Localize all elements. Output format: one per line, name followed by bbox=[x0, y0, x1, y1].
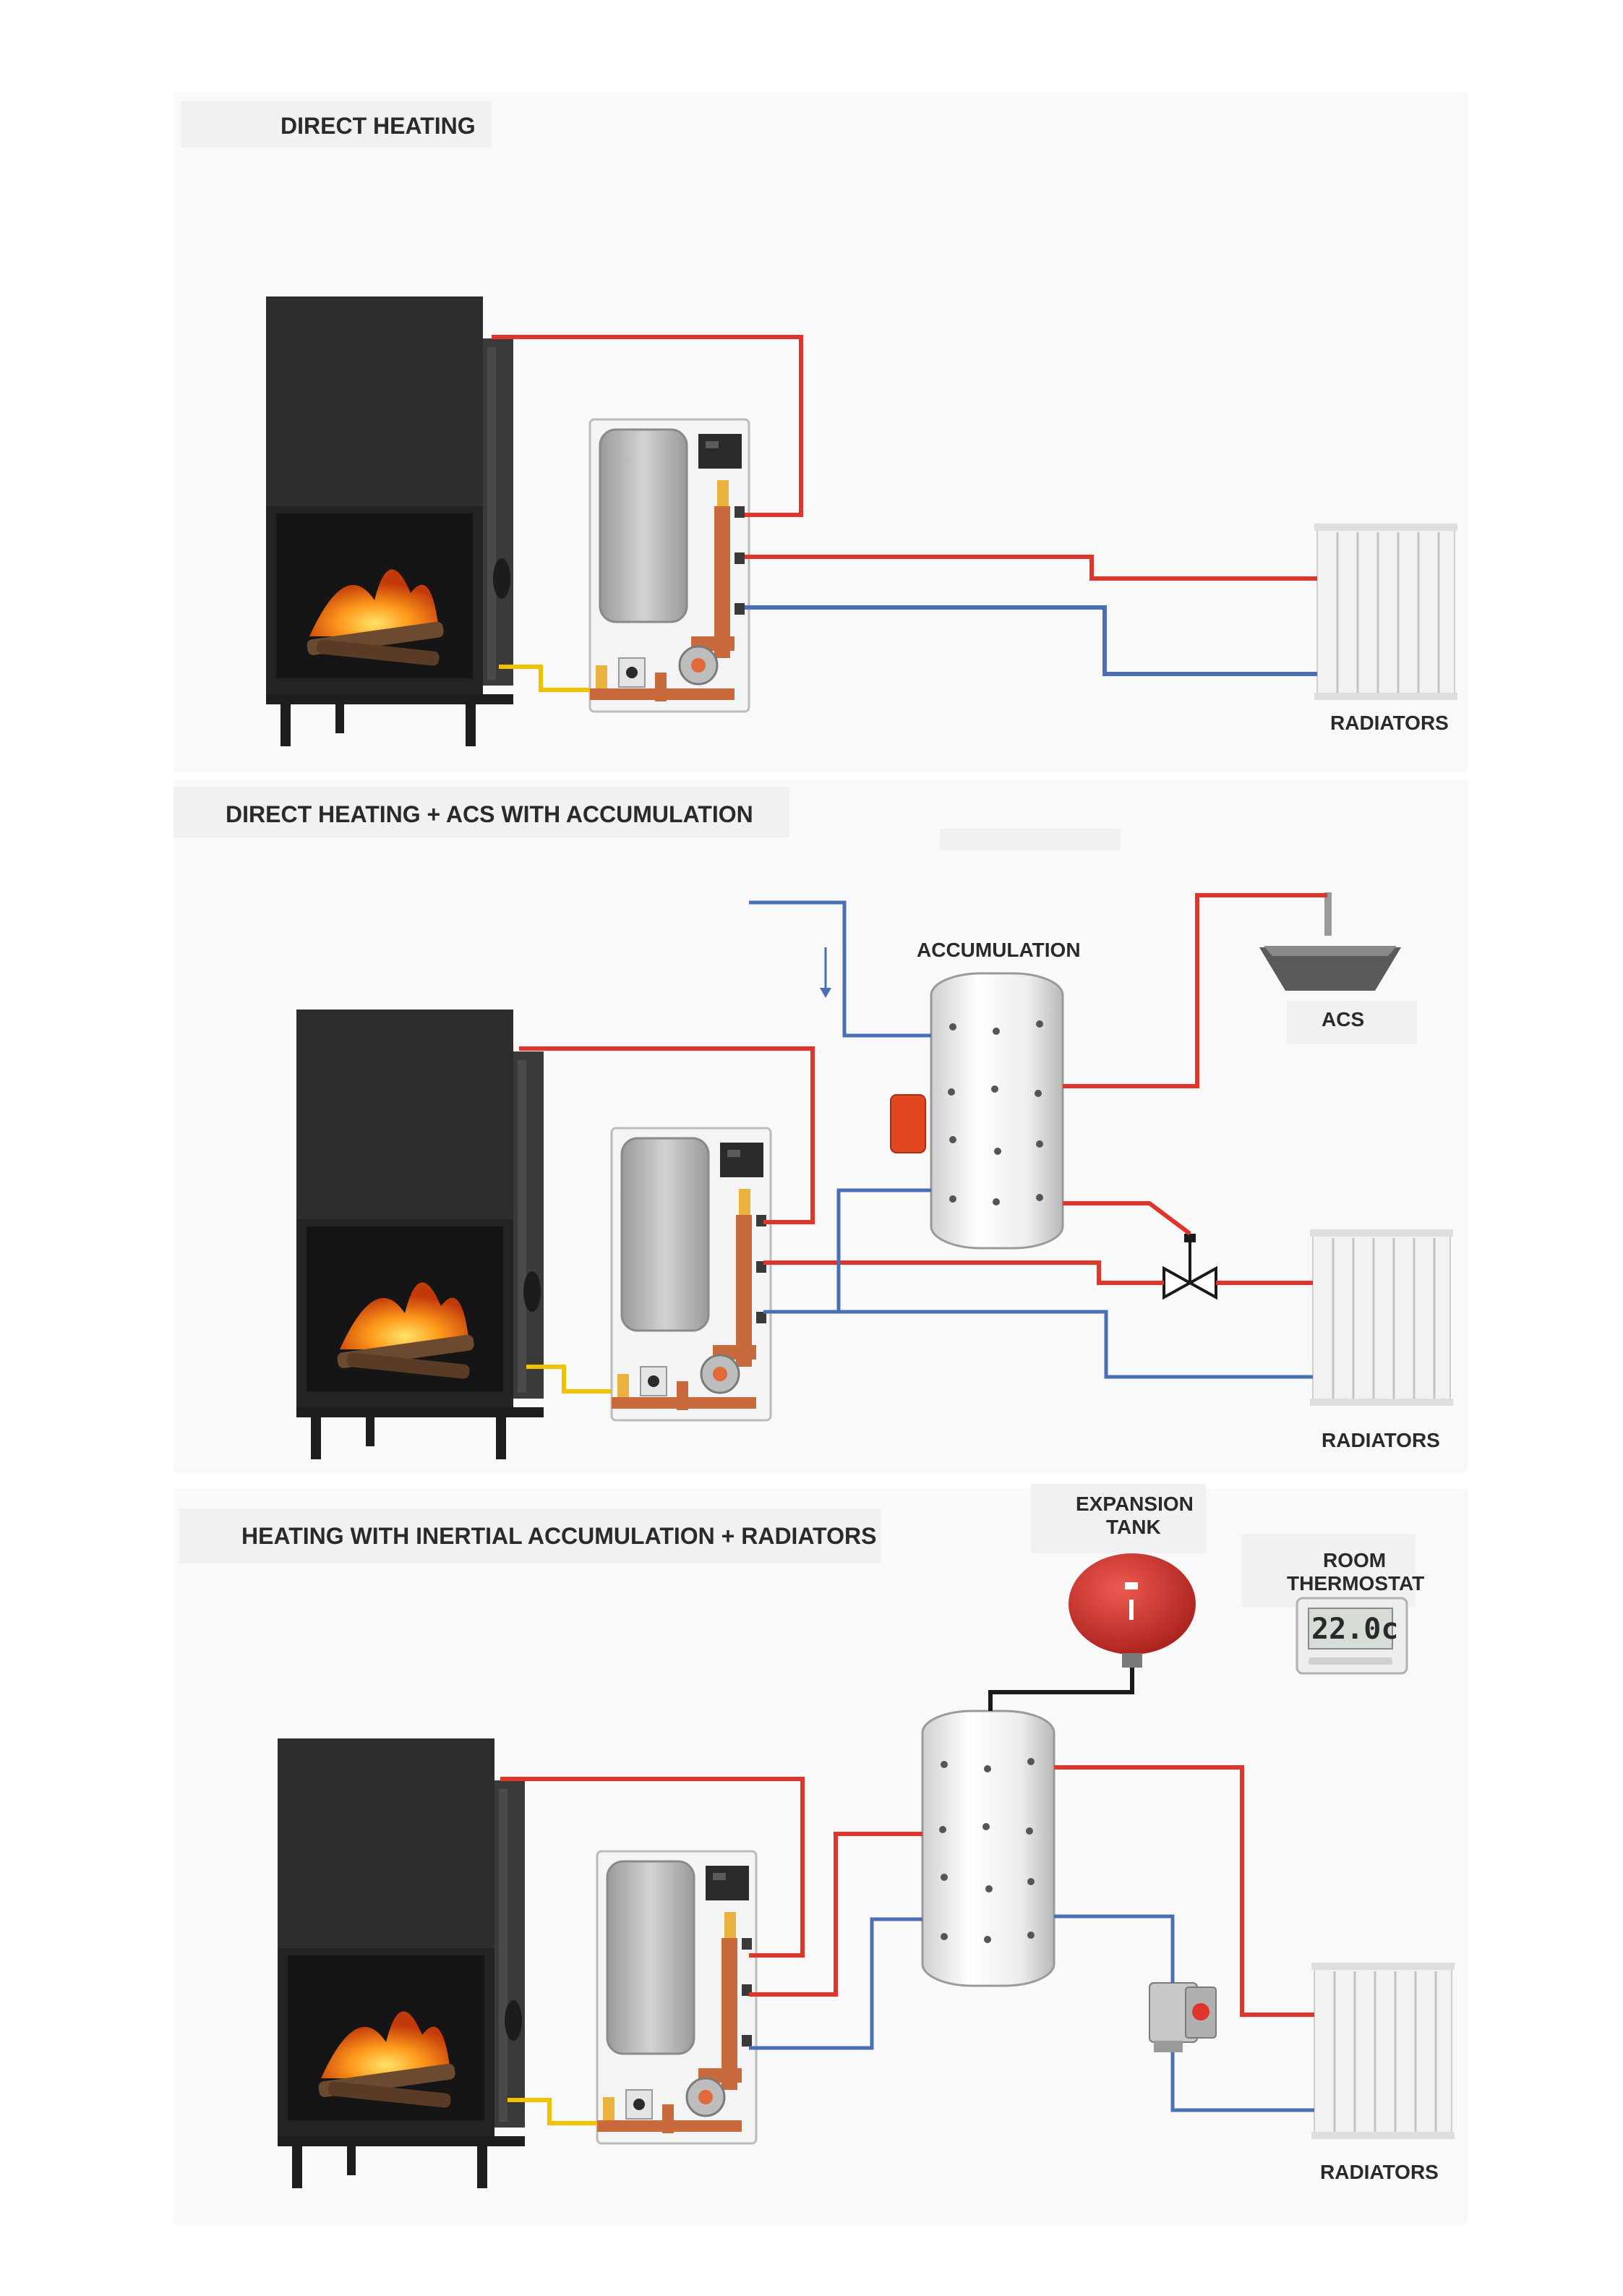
hot-pipe bbox=[1054, 1767, 1314, 2015]
section-3-title: HEATING WITH INERTIAL ACCUMULATION + RAD… bbox=[241, 1523, 876, 1550]
hot-pipe bbox=[1063, 1203, 1190, 1234]
radiator-icon bbox=[1314, 524, 1457, 700]
cold-pipe bbox=[749, 902, 931, 1036]
expansion-tank-icon bbox=[1069, 1553, 1196, 1668]
radiators-label: RADIATORS bbox=[1320, 2161, 1439, 2183]
room-thermostat-label-line1: ROOM bbox=[1323, 1549, 1386, 1571]
cold-pipe bbox=[763, 1312, 1313, 1377]
section-2-diagram bbox=[296, 829, 1453, 1459]
hot-pipe bbox=[749, 1834, 922, 1994]
radiators-label: RADIATORS bbox=[1322, 1429, 1440, 1451]
expansion-pipe bbox=[990, 1668, 1132, 1711]
cold-pipe bbox=[745, 607, 1317, 674]
section-1-diagram bbox=[266, 296, 1457, 746]
cold-pipe bbox=[839, 1190, 931, 1312]
room-thermostat-label-line2: THERMOSTAT bbox=[1287, 1572, 1424, 1595]
section-3-diagram bbox=[278, 1553, 1455, 2188]
fireplace-stove-icon bbox=[296, 1010, 544, 1459]
cold-pipe bbox=[1054, 1916, 1173, 1983]
accumulation-tank-icon bbox=[922, 1711, 1054, 1986]
cold-pipe bbox=[1173, 2052, 1314, 2110]
radiators-label: RADIATORS bbox=[1330, 712, 1449, 734]
hydraulic-module-icon bbox=[590, 419, 749, 712]
section-2-title: DIRECT HEATING + ACS WITH ACCUMULATION bbox=[226, 801, 753, 828]
shower-head-icon bbox=[1259, 892, 1401, 991]
acs-label: ACS bbox=[1322, 1008, 1364, 1030]
accumulation-label: ACCUMULATION bbox=[917, 939, 1081, 961]
fireplace-stove-icon bbox=[278, 1738, 525, 2188]
expansion-tank-label-line2: TANK bbox=[1106, 1516, 1161, 1538]
radiator-icon bbox=[1311, 1963, 1455, 2139]
fireplace-stove-icon bbox=[266, 296, 513, 746]
hot-pipe bbox=[763, 1263, 1164, 1283]
thermostat-display: 22.0c bbox=[1311, 1613, 1389, 1646]
hydraulic-module-icon bbox=[612, 1128, 771, 1420]
radiator-icon bbox=[1310, 1229, 1453, 1406]
circulation-pump-icon bbox=[1149, 1983, 1216, 2052]
section-1-title: DIRECT HEATING bbox=[281, 113, 476, 140]
expansion-tank-label-line1: EXPANSION bbox=[1076, 1493, 1194, 1515]
hydraulic-module-icon bbox=[597, 1851, 756, 2143]
immersion-heater bbox=[891, 1095, 925, 1153]
three-way-valve-icon bbox=[1164, 1234, 1216, 1297]
accumulation-tank-icon bbox=[931, 973, 1063, 1248]
hot-pipe bbox=[745, 557, 1317, 579]
